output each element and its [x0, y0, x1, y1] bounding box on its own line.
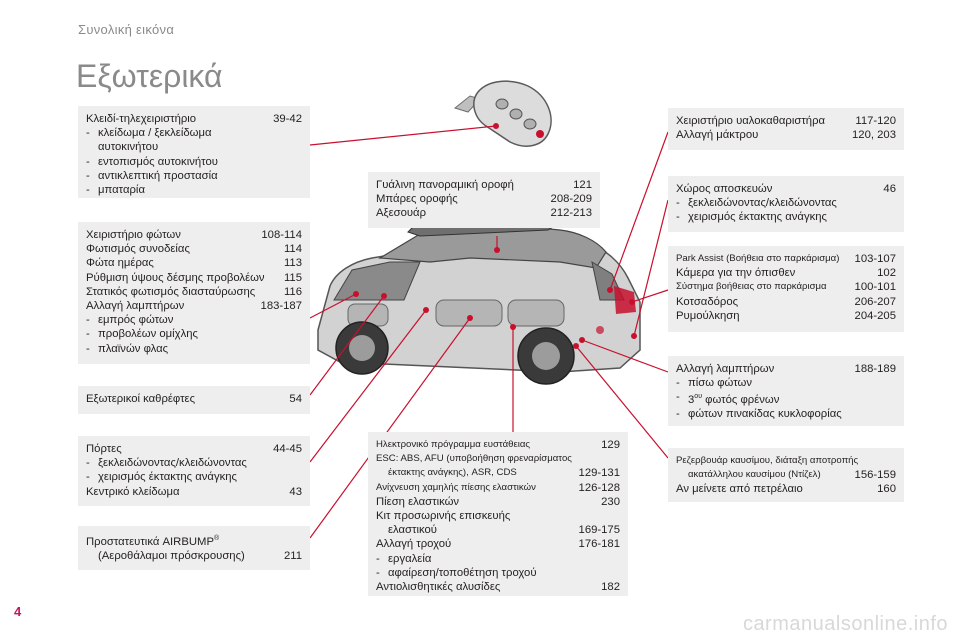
sub-entry: -χειρισμός έκτακτης ανάγκης: [676, 211, 827, 224]
callout-lines: [309, 125, 669, 539]
sub-entry: -εμπρός φώτων: [86, 314, 174, 327]
section-label: Συνολική εικόνα: [78, 22, 175, 37]
sub-entry: -πίσω φώτων: [676, 377, 752, 390]
sub-entry: -χειρισμός έκτακτης ανάγκης: [86, 471, 237, 484]
callout-dots: [353, 123, 637, 349]
entry: Ρεζερβουάρ καυσίμου, διάταξη αποτροπής: [676, 455, 859, 466]
box-fuel: Ρεζερβουάρ καυσίμου, διάταξη αποτροπής α…: [668, 448, 904, 502]
sub-entry: -φώτων πινακίδας κυκλοφορίας: [676, 408, 842, 421]
entry: (Αεροθάλαμοι πρόσκρουσης)211: [98, 549, 302, 562]
page-title: Εξωτερικά: [76, 58, 223, 94]
entry: Προστατευτικά AIRBUMP®: [86, 535, 220, 548]
sub-entry: -κλείδωμα / ξεκλείδωμα: [86, 127, 212, 140]
box-airbump: Προστατευτικά AIRBUMP® (Αεροθάλαμοι πρόσ…: [78, 526, 310, 570]
key-fob-icon: [453, 80, 552, 147]
sub-entry: -εντοπισμός αυτοκινήτου: [86, 155, 218, 168]
page-number: 4: [14, 604, 22, 619]
car-body: [317, 215, 641, 385]
sub-entry: -εργαλεία: [376, 552, 432, 565]
sub-entry: -αντικλεπτική προστασία: [86, 169, 218, 182]
sub-entry: -μπαταρία: [86, 184, 145, 197]
sub-entry: -ξεκλειδώνοντας/κλειδώνοντας: [86, 457, 247, 470]
entry: Κιτ προσωρινής επισκευής: [376, 510, 511, 523]
box-park-assist: Park Assist (Βοήθεια στο παρκάρισμα)103-…: [668, 246, 904, 332]
watermark: carmanualsonline.info: [742, 613, 948, 635]
entry: Park Assist (Βοήθεια στο παρκάρισμα)103-…: [676, 253, 896, 265]
sub-entry: -προβολέων ομίχλης: [86, 328, 198, 341]
sub-entry: -ξεκλειδώνοντας/κλειδώνοντας: [676, 197, 837, 210]
sub-entry-continued: αυτοκινήτου: [98, 141, 159, 154]
sub-entry: -πλαϊνών φλας: [86, 342, 169, 355]
entry: ακατάλληλου καυσίμου (Ντίζελ)156-159: [688, 469, 896, 482]
sub-entry: -αφαίρεση/τοποθέτηση τροχού: [376, 566, 537, 579]
sub-entry: -3ου φωτός φρένων: [676, 391, 780, 407]
entry: ESC: ABS, AFU (υποβοήθηση φρεναρίσματος: [376, 453, 572, 465]
